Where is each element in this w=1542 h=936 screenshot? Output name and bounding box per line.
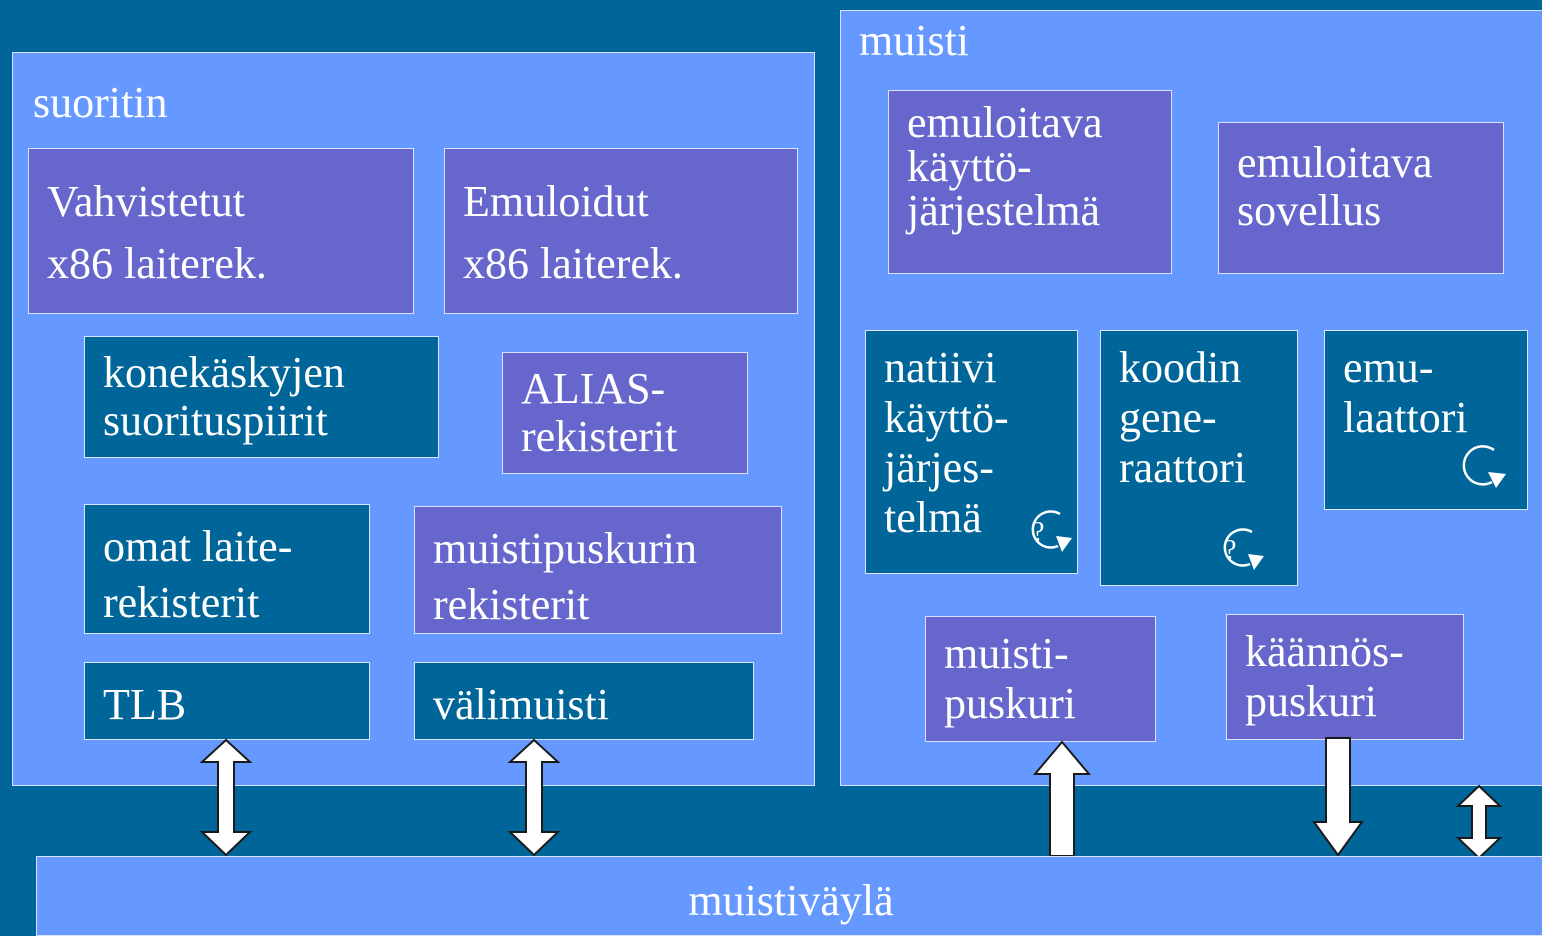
box-memory-buffer-registers: muistipuskurin rekisterit [414,506,782,634]
tlb-bus-arrow [199,738,253,857]
box-emulated-x86-registers: Emuloidut x86 laiterek. [444,148,798,314]
cache-bus-arrow [507,738,561,857]
box-native-os: natiivi käyttö- järjes- telmä [865,330,1078,574]
translation-buffer-arrow [1312,737,1364,857]
box-alias-registers: ALIAS- rekisterit [502,352,748,474]
memory-title: muisti [859,16,970,65]
processor-title: suoritin [33,78,168,127]
question-cycle-icon: ? [1223,528,1264,570]
svg-text:?: ? [1224,535,1236,566]
box-cache: välimuisti [414,662,754,740]
memory-buffer-arrow [1032,740,1092,857]
box-code-generator: koodin gene- raattori [1100,330,1298,586]
question-cycle-icon: ? [1031,510,1072,552]
svg-text:?: ? [1032,517,1044,548]
memory-bus-arrow [1455,784,1503,860]
box-confirmed-x86-registers: Vahvistetut x86 laiterek. [28,148,414,314]
box-memory-buffer: muisti- puskuri [925,616,1156,742]
box-emulated-os: emuloitava käyttö- järjestelmä [888,90,1172,274]
box-emulated-application: emuloitava sovellus [1218,122,1504,274]
memory-bus: muistiväylä [36,856,1542,936]
box-tlb: TLB [84,662,370,740]
cycle-icon [1462,445,1506,488]
box-own-device-registers: omat laite- rekisterit [84,504,370,634]
box-instruction-execution-circuits: konekäskyjen suorituspiirit [84,336,439,458]
memory-bus-label: muistiväylä [688,876,894,925]
